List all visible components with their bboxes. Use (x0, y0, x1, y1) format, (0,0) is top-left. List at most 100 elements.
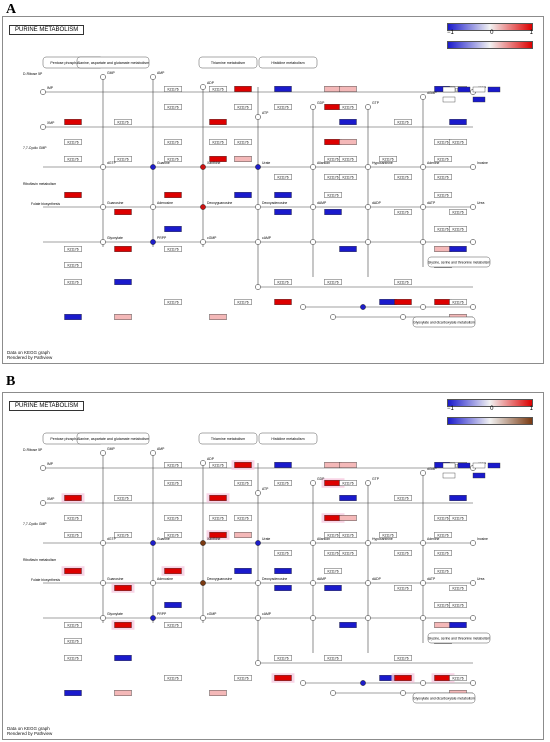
enzyme-box[interactable] (379, 299, 397, 305)
metabolite-node[interactable] (310, 164, 316, 170)
metabolite-node[interactable] (255, 284, 261, 290)
enzyme-box[interactable] (339, 532, 357, 538)
metabolite-node[interactable] (365, 540, 371, 546)
enzyme-box[interactable] (394, 299, 412, 305)
metabolite-node[interactable] (420, 580, 426, 586)
enzyme-box[interactable] (234, 515, 252, 521)
metabolite-node[interactable] (330, 690, 336, 696)
enzyme-box[interactable] (324, 192, 342, 198)
enzyme-box[interactable] (164, 299, 182, 305)
metabolite-node[interactable] (100, 204, 106, 210)
enzyme-box[interactable] (434, 192, 452, 198)
metabolite-node[interactable] (420, 470, 426, 476)
metabolite-node[interactable] (255, 204, 261, 210)
enzyme-box[interactable] (64, 156, 82, 162)
enzyme-box[interactable] (209, 314, 227, 320)
enzyme-box[interactable] (449, 622, 467, 628)
enzyme-box[interactable] (449, 246, 467, 252)
enzyme-box[interactable] (324, 515, 342, 521)
enzyme-box[interactable] (64, 262, 82, 268)
metabolite-node[interactable] (420, 540, 426, 546)
enzyme-box[interactable] (114, 690, 132, 696)
enzyme-box[interactable] (434, 299, 452, 305)
metabolite-node[interactable] (100, 164, 106, 170)
pathway-link-box[interactable] (412, 692, 476, 704)
enzyme-box[interactable] (64, 139, 82, 145)
metabolite-node[interactable] (255, 540, 261, 546)
enzyme-box[interactable] (449, 495, 467, 501)
enzyme-box[interactable] (209, 532, 227, 538)
enzyme-box[interactable] (114, 279, 132, 285)
metabolite-node[interactable] (420, 304, 426, 310)
enzyme-box[interactable] (114, 314, 132, 320)
metabolite-node[interactable] (150, 204, 156, 210)
metabolite-node[interactable] (470, 615, 476, 621)
enzyme-box[interactable] (164, 675, 182, 681)
enzyme-box[interactable] (114, 246, 132, 252)
pathway-link-box[interactable] (198, 432, 258, 445)
enzyme-box[interactable] (324, 568, 342, 574)
metabolite-node[interactable] (255, 239, 261, 245)
enzyme-box[interactable] (457, 86, 471, 93)
metabolite-node[interactable] (150, 74, 156, 80)
metabolite-node[interactable] (470, 204, 476, 210)
enzyme-box[interactable] (324, 585, 342, 591)
enzyme-box[interactable] (274, 86, 292, 92)
metabolite-node[interactable] (150, 615, 156, 621)
pathway-link-box[interactable] (76, 432, 150, 445)
enzyme-box[interactable] (234, 568, 252, 574)
enzyme-box[interactable] (274, 568, 292, 574)
enzyme-box[interactable] (472, 96, 486, 103)
metabolite-node[interactable] (365, 164, 371, 170)
enzyme-box[interactable] (339, 480, 357, 486)
metabolite-node[interactable] (400, 690, 406, 696)
pathway-link-box[interactable] (76, 56, 150, 69)
enzyme-box[interactable] (487, 86, 501, 93)
enzyme-box[interactable] (209, 119, 227, 125)
metabolite-node[interactable] (365, 104, 371, 110)
enzyme-box[interactable] (472, 472, 486, 479)
enzyme-box[interactable] (457, 462, 471, 469)
enzyme-box[interactable] (434, 174, 452, 180)
enzyme-box[interactable] (487, 462, 501, 469)
metabolite-node[interactable] (200, 239, 206, 245)
metabolite-node[interactable] (365, 615, 371, 621)
enzyme-box[interactable] (434, 532, 452, 538)
metabolite-node[interactable] (365, 204, 371, 210)
metabolite-node[interactable] (420, 94, 426, 100)
enzyme-box[interactable] (64, 495, 82, 501)
metabolite-node[interactable] (420, 204, 426, 210)
metabolite-node[interactable] (300, 680, 306, 686)
enzyme-box[interactable] (164, 246, 182, 252)
enzyme-box[interactable] (164, 104, 182, 110)
enzyme-box[interactable] (434, 622, 452, 628)
metabolite-node[interactable] (200, 164, 206, 170)
enzyme-box[interactable] (274, 209, 292, 215)
metabolite-node[interactable] (365, 480, 371, 486)
pathway-link-box[interactable] (258, 56, 318, 69)
enzyme-box[interactable] (64, 246, 82, 252)
enzyme-box[interactable] (339, 86, 357, 92)
metabolite-node[interactable] (365, 239, 371, 245)
metabolite-node[interactable] (255, 490, 261, 496)
enzyme-box[interactable] (434, 156, 452, 162)
enzyme-box[interactable] (324, 480, 342, 486)
metabolite-node[interactable] (365, 580, 371, 586)
enzyme-box[interactable] (449, 119, 467, 125)
enzyme-box[interactable] (379, 156, 397, 162)
pathway-link-box[interactable] (412, 316, 476, 328)
metabolite-node[interactable] (310, 615, 316, 621)
metabolite-node[interactable] (310, 540, 316, 546)
enzyme-box[interactable] (64, 192, 82, 198)
pathway-link-box[interactable] (427, 632, 491, 644)
metabolite-node[interactable] (255, 114, 261, 120)
metabolite-node[interactable] (100, 450, 106, 456)
metabolite-node[interactable] (255, 660, 261, 666)
enzyme-box[interactable] (274, 192, 292, 198)
enzyme-box[interactable] (164, 86, 182, 92)
enzyme-box[interactable] (442, 472, 456, 479)
enzyme-box[interactable] (449, 139, 467, 145)
metabolite-node[interactable] (470, 239, 476, 245)
enzyme-box[interactable] (209, 86, 227, 92)
enzyme-box[interactable] (274, 480, 292, 486)
